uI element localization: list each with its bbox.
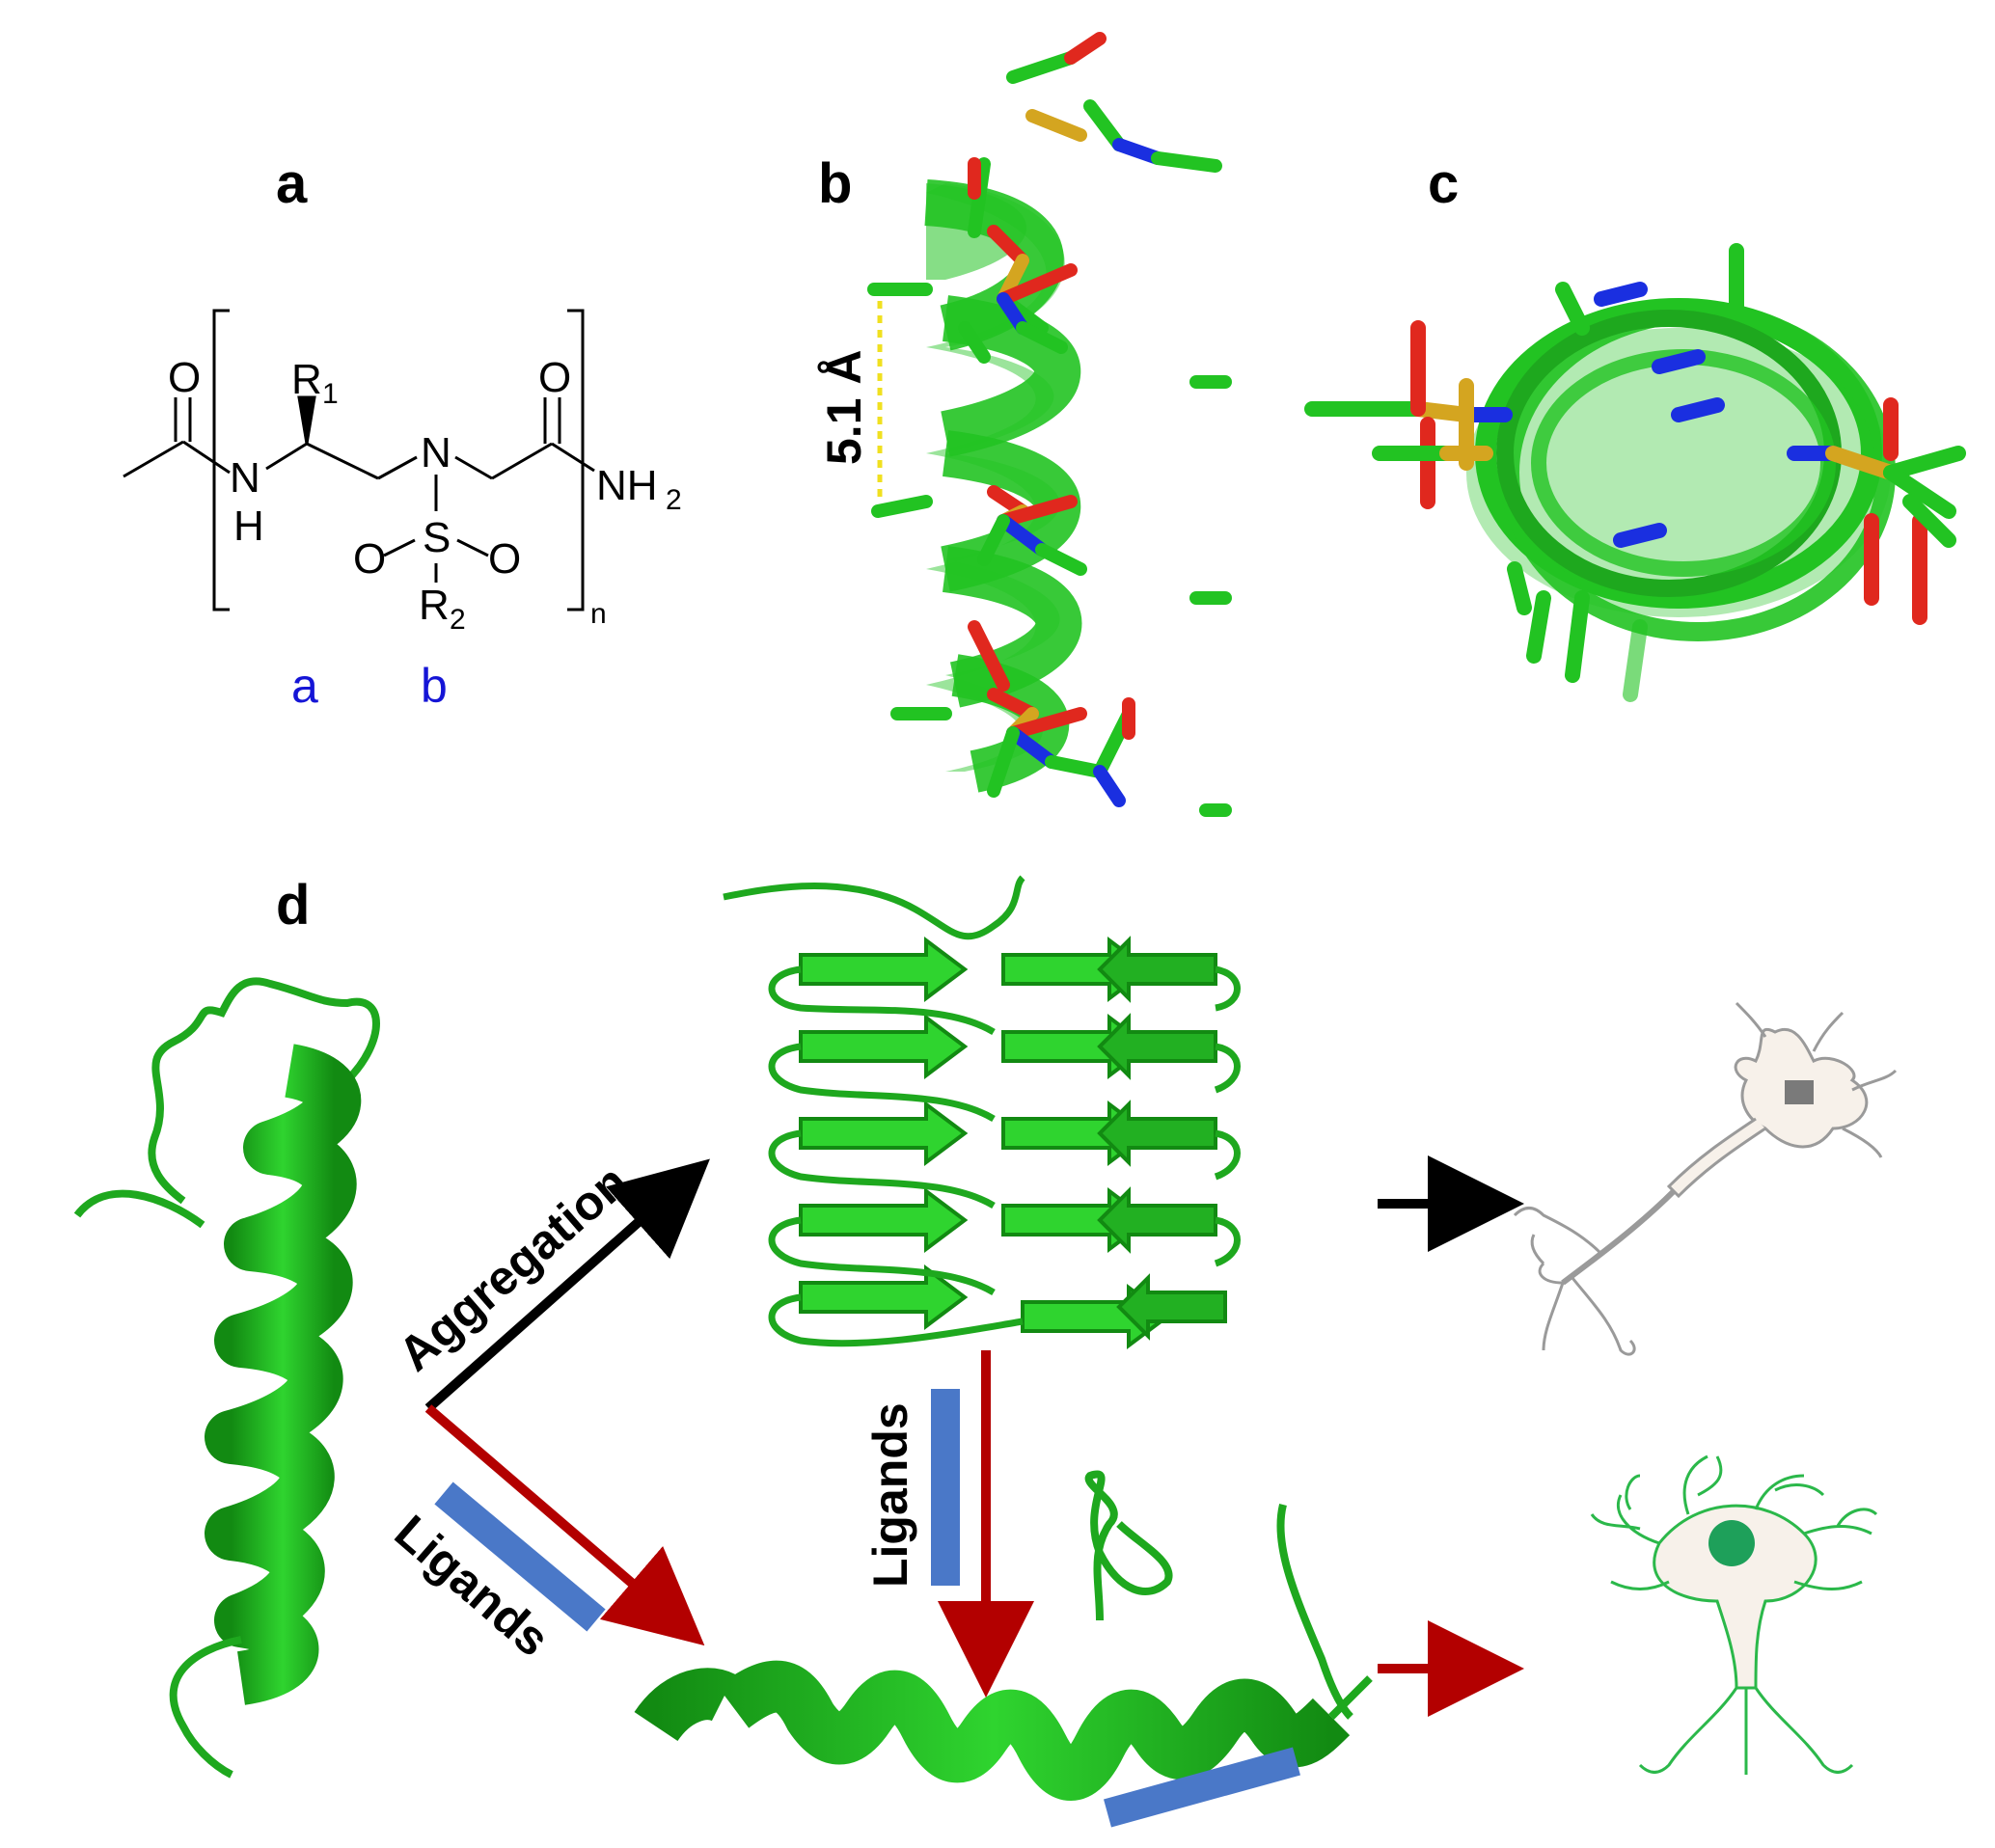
chemical-structure bbox=[123, 309, 595, 611]
r2-subscript: 2 bbox=[450, 604, 466, 636]
carbonyl-oxygen: O bbox=[538, 354, 571, 401]
panel-label-c: c bbox=[1428, 152, 1459, 215]
unit-label-a: a bbox=[291, 659, 318, 713]
helix-top-view bbox=[1304, 243, 1966, 702]
neuron-damaged-icon bbox=[1513, 1001, 1898, 1356]
amide-subscript: 2 bbox=[666, 484, 682, 516]
aggregation-arrow bbox=[424, 1158, 710, 1412]
backbone-hydrogen: H bbox=[233, 503, 264, 550]
ligand-bar-bottom bbox=[1104, 1747, 1300, 1828]
aggregation-label: Aggregation bbox=[388, 1155, 638, 1381]
ligand-bar-diagonal bbox=[434, 1481, 606, 1632]
r1-subscript: 1 bbox=[322, 378, 339, 410]
unit-label-b: b bbox=[421, 659, 448, 713]
sulfonamide-nitrogen: N bbox=[421, 429, 451, 476]
sulfonyl-oxygen-right: O bbox=[488, 535, 521, 583]
amide-group: NH bbox=[596, 462, 658, 509]
helix-side-view: 5.1 Å bbox=[817, 32, 1232, 817]
amyloid-fibril bbox=[723, 875, 1241, 1349]
repeat-subscript: n bbox=[590, 598, 607, 630]
acetyl-oxygen: O bbox=[168, 354, 201, 401]
sulfur-atom: S bbox=[423, 514, 451, 561]
left-bracket bbox=[212, 309, 230, 611]
ligand-stabilized-protein bbox=[634, 1470, 1373, 1828]
r2-group: R bbox=[419, 582, 450, 629]
panel-label-a: a bbox=[276, 152, 308, 215]
sulfonyl-oxygen-left: O bbox=[353, 535, 386, 583]
chemical-labels: O N H R 1 N S O O R 2 O NH 2 n a b bbox=[168, 354, 682, 713]
ligand-rescue-arrow bbox=[424, 1404, 705, 1646]
backbone-nitrogen: N bbox=[230, 454, 260, 502]
neuron-healthy-icon bbox=[1590, 1454, 1878, 1775]
r1-group: R bbox=[291, 356, 322, 403]
monomeric-protein bbox=[73, 977, 380, 1779]
arrows bbox=[424, 1155, 1524, 1717]
panel-label-b: b bbox=[818, 152, 852, 215]
distance-label: 5.1 Å bbox=[817, 349, 871, 465]
panel-label-d: d bbox=[276, 874, 310, 937]
ligands-label-vertical: Ligands bbox=[863, 1402, 917, 1588]
right-bracket bbox=[567, 309, 585, 611]
